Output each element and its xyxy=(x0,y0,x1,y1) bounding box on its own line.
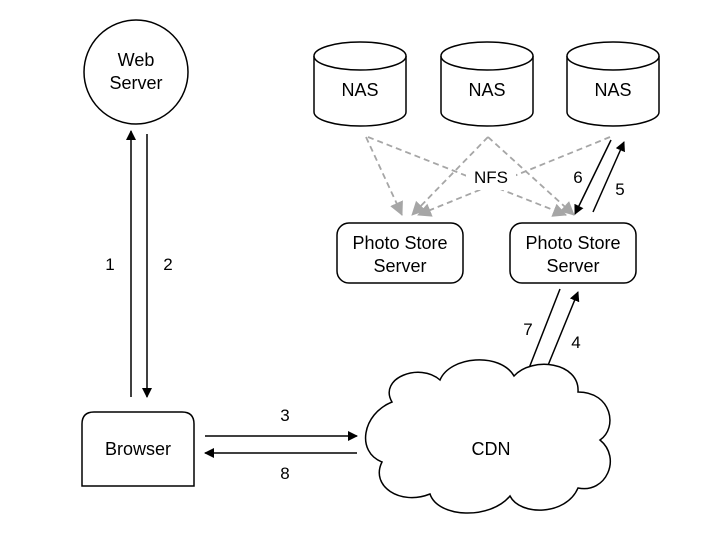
photo-store-2-label-line1: Photo Store xyxy=(525,233,620,253)
photo-store-1-label-line2: Server xyxy=(373,256,426,276)
web-server-node: Web Server xyxy=(83,19,189,125)
nas-1-label: NAS xyxy=(341,80,378,100)
edge-7-label: 7 xyxy=(523,320,532,339)
edge-8-label: 8 xyxy=(280,464,289,483)
nas-3-label: NAS xyxy=(594,80,631,100)
edge-4-label: 4 xyxy=(571,333,580,352)
cdn-label: CDN xyxy=(472,439,511,459)
edge-5-label: 5 xyxy=(615,180,624,199)
nas-2-node: NAS xyxy=(440,41,534,127)
nfs-label: NFS xyxy=(474,168,508,187)
nfs-arrow-nas1-ps1 xyxy=(365,136,403,216)
edge-6-arrow xyxy=(574,139,612,215)
browser-label: Browser xyxy=(105,439,171,459)
nas-2-label: NAS xyxy=(468,80,505,100)
edge-2-label: 2 xyxy=(163,255,172,274)
edge-3-label: 3 xyxy=(280,406,289,425)
photo-store-server-2-node: Photo Store Server xyxy=(509,222,637,284)
photo-store-1-label-line1: Photo Store xyxy=(352,233,447,253)
edge-5-arrow xyxy=(592,141,625,213)
browser-node: Browser xyxy=(81,411,195,487)
nas-3-node: NAS xyxy=(566,41,660,127)
nfs-label-bg xyxy=(466,164,516,190)
web-server-label-line2: Server xyxy=(109,73,162,93)
nfs-arrow-nas1-ps2 xyxy=(367,136,567,217)
edge-6-label: 6 xyxy=(573,168,582,187)
nas-1-node: NAS xyxy=(313,41,407,127)
photo-store-2-label-line2: Server xyxy=(546,256,599,276)
photo-store-server-1-node: Photo Store Server xyxy=(336,222,464,284)
nfs-arrow-nas2-ps1 xyxy=(411,136,489,216)
web-server-label-line1: Web xyxy=(118,50,155,70)
cdn-cloud-node: CDN xyxy=(364,359,611,514)
edge-1-label: 1 xyxy=(105,255,114,274)
